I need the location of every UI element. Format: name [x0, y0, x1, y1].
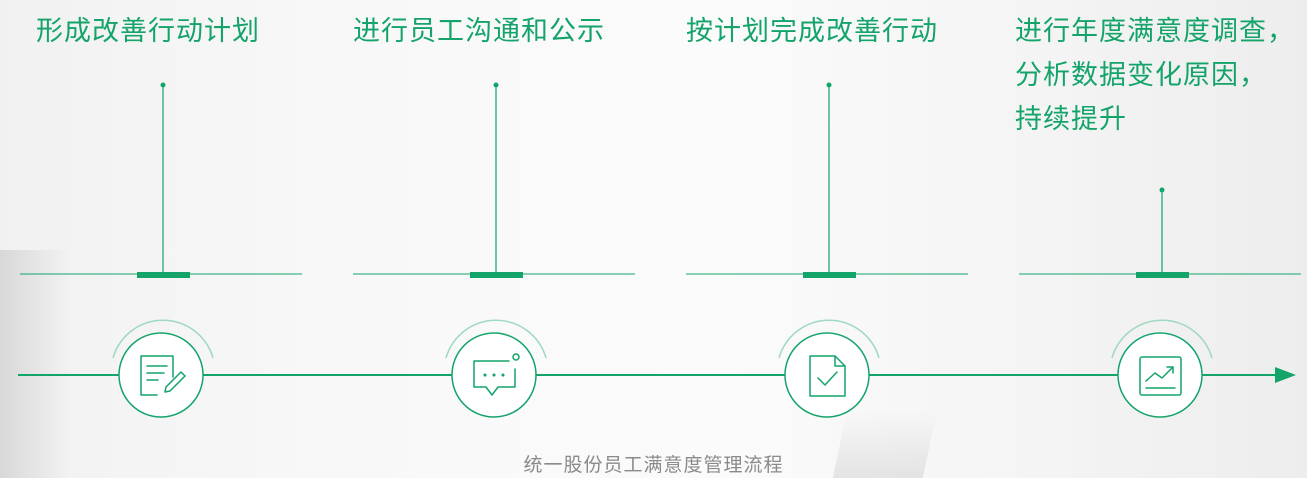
timeline-arrow [18, 367, 1296, 383]
step-2-connector [353, 82, 635, 278]
step-1-connector [20, 82, 302, 278]
step-2-node [445, 319, 547, 418]
document-edit-icon [140, 355, 186, 396]
step-4-title: 进行年度满意度调查， 分析数据变化原因， 持续提升 [1015, 16, 1295, 135]
background-shade [0, 250, 70, 478]
step-3-title: 按计划完成改善行动 [686, 16, 938, 47]
diagram-caption: 统一股份员工满意度管理流程 [523, 454, 784, 476]
chat-bubble-icon [473, 353, 520, 396]
step-3-connector [686, 82, 968, 278]
step-4-node [1111, 319, 1213, 418]
step-4-connector [1019, 187, 1301, 278]
step-2-title: 进行员工沟通和公示 [353, 16, 605, 47]
chart-growth-icon [1139, 356, 1182, 396]
step-1-title: 形成改善行动计划 [36, 16, 260, 47]
file-check-icon [809, 355, 846, 397]
step-3-node [778, 319, 880, 418]
step-1-node [112, 319, 214, 418]
